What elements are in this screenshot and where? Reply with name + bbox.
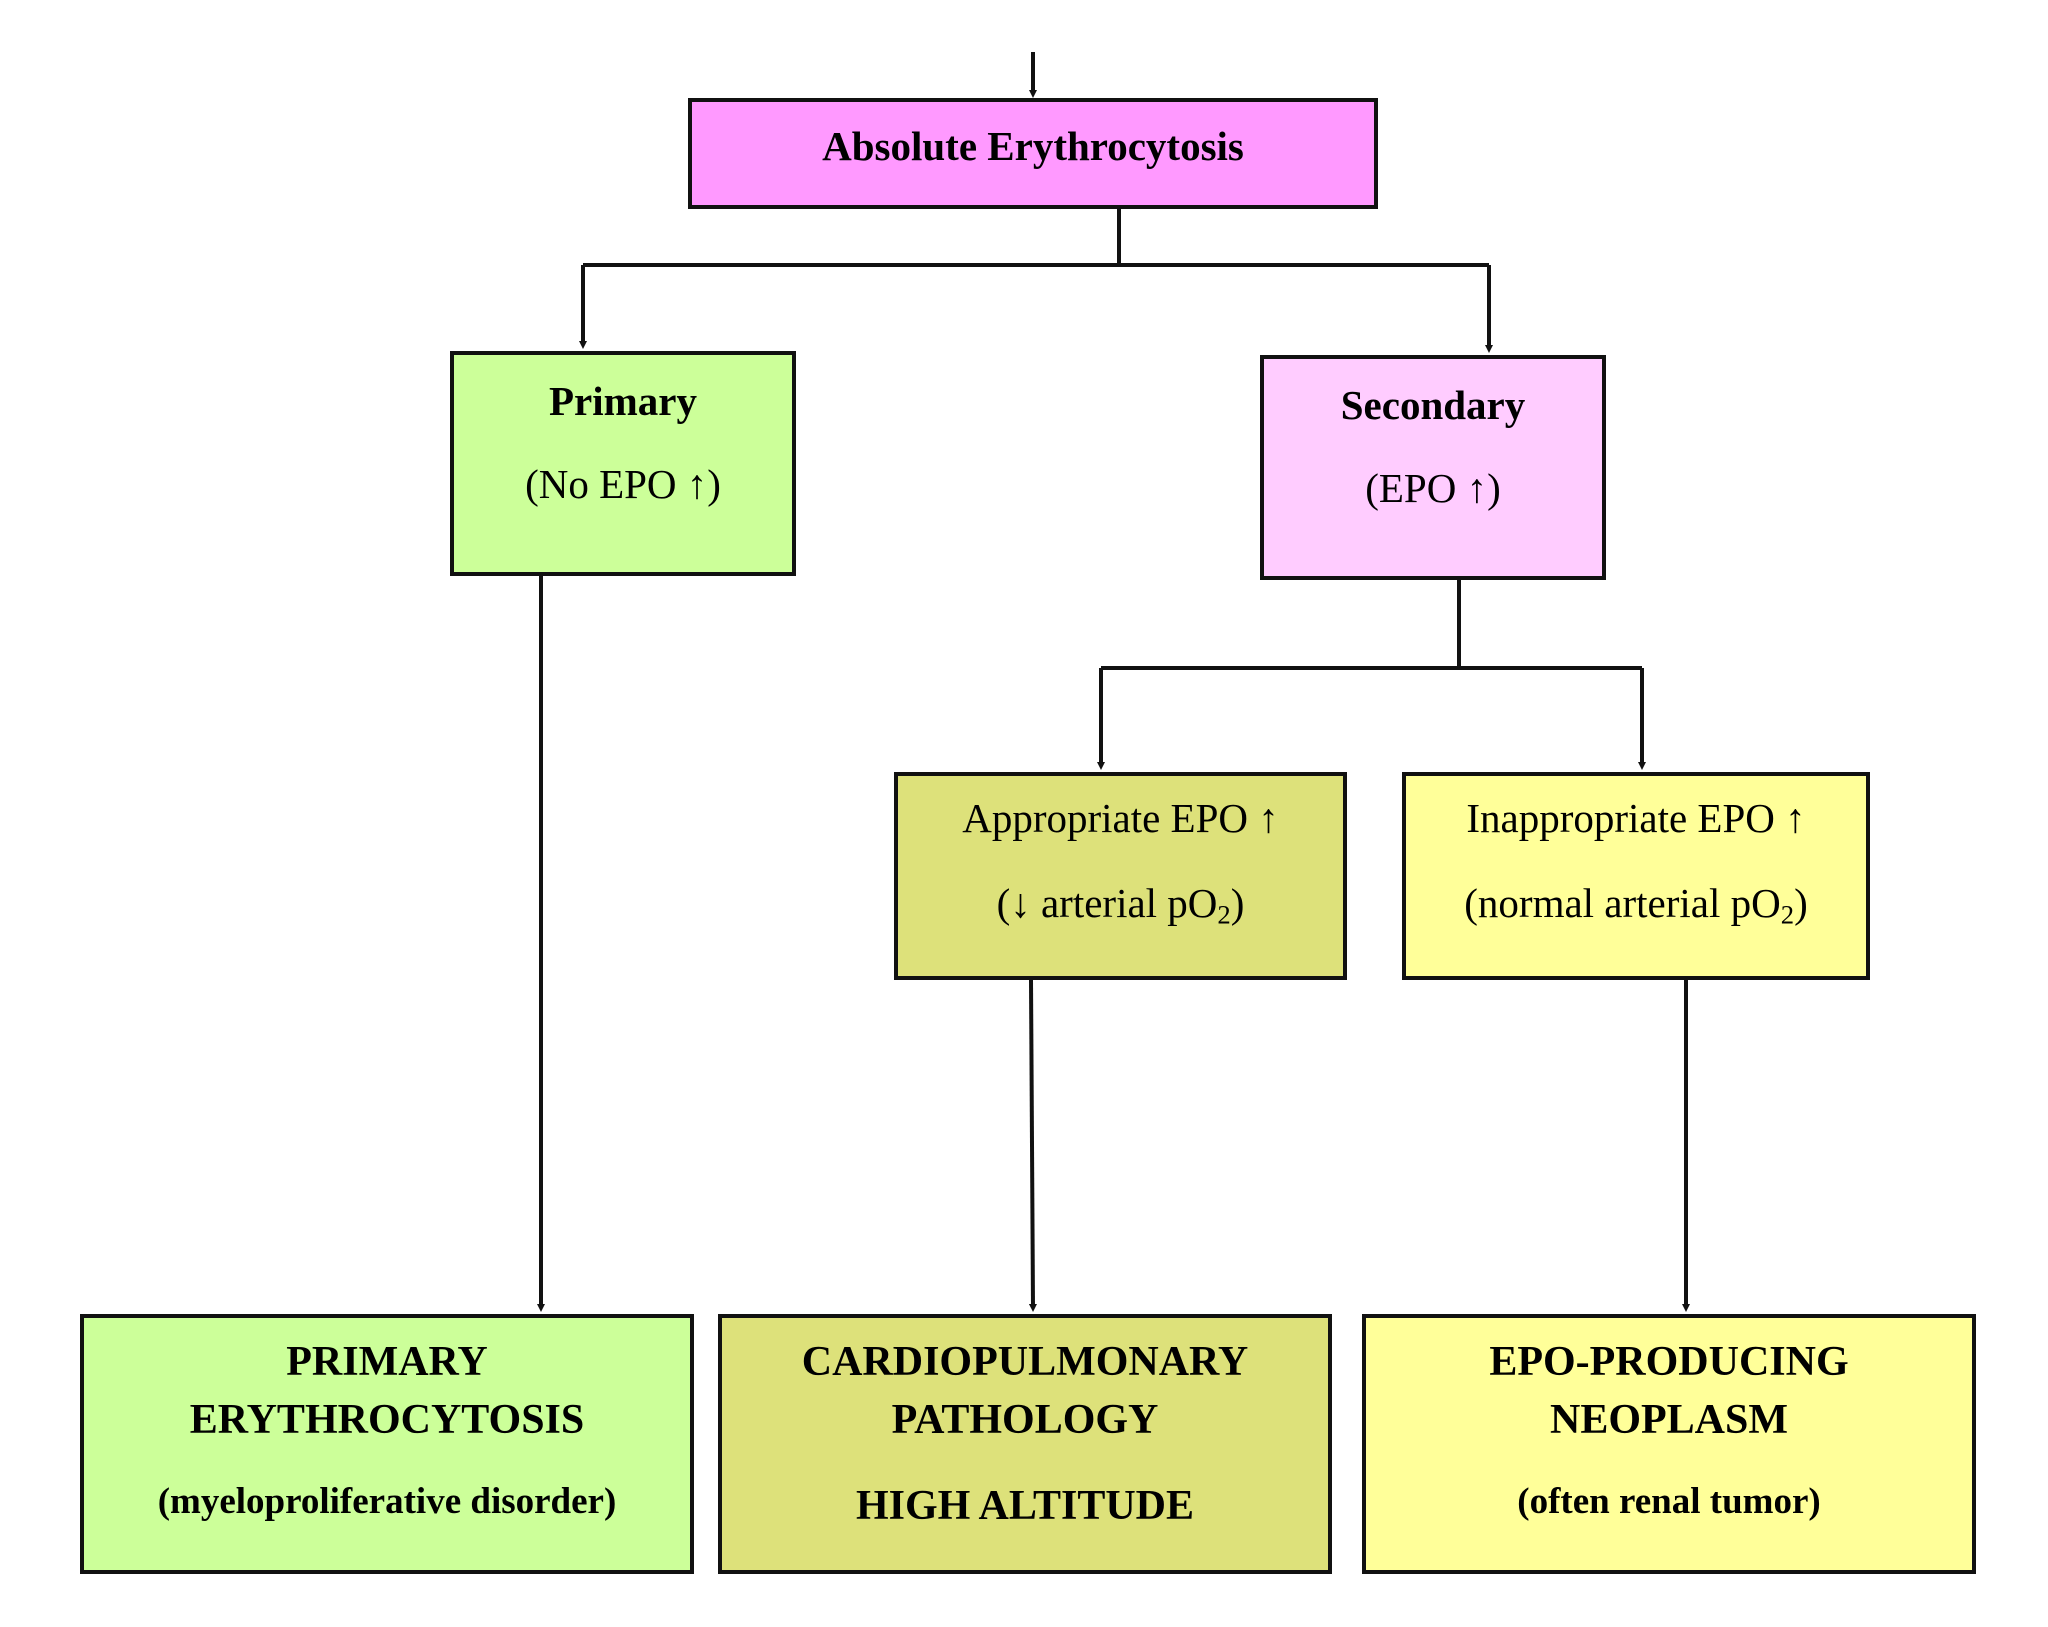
node-line-3: HIGH ALTITUDE (855, 1483, 1195, 1529)
node-epo-producing-neoplasm: EPO-PRODUCING NEOPLASM (often renal tumo… (1362, 1314, 1976, 1574)
node-absolute-erythrocytosis: Absolute Erythrocytosis (688, 98, 1378, 209)
node-title: Inappropriate EPO ↑ (1466, 795, 1806, 841)
node-primary: Primary (No EPO ↑) (450, 351, 796, 576)
node-line-1: CARDIOPULMONARY (801, 1339, 1249, 1385)
node-inappropriate-epo: Inappropriate EPO ↑ (normal arterial pO2… (1402, 772, 1870, 980)
node-title: Primary (549, 378, 697, 424)
node-line-2: NEOPLASM (1549, 1397, 1788, 1443)
node-subtitle: (EPO ↑) (1365, 465, 1501, 511)
node-cardiopulmonary-pathology: CARDIOPULMONARY PATHOLOGY HIGH ALTITUDE (718, 1314, 1332, 1574)
node-title: Absolute Erythrocytosis (822, 123, 1244, 169)
subtitle-prefix: (↓ arterial pO (996, 880, 1218, 926)
arrow-to-cardiopulmonary (1028, 979, 1037, 1312)
subtitle-suffix: ) (1230, 880, 1245, 926)
node-subtitle: (normal arterial pO2) (1406, 879, 1866, 930)
subtitle-subscript: 2 (1217, 899, 1231, 930)
subtitle-suffix: ) (1794, 880, 1808, 926)
subtitle-prefix: (normal arterial pO (1464, 880, 1781, 926)
node-subtitle: (↓ arterial pO2) (898, 879, 1343, 930)
node-appropriate-epo: Appropriate EPO ↑ (↓ arterial pO2) (894, 772, 1347, 980)
node-title: Appropriate EPO ↑ (962, 795, 1279, 841)
node-subtitle: (No EPO ↑) (525, 461, 721, 507)
node-line-2: ERYTHROCYTOSIS (189, 1397, 585, 1443)
node-line-1: PRIMARY (286, 1339, 488, 1385)
node-line-3: (myeloproliferative disorder) (157, 1481, 617, 1522)
node-primary-erythrocytosis: PRIMARY ERYTHROCYTOSIS (myeloproliferati… (80, 1314, 694, 1574)
subtitle-subscript: 2 (1780, 899, 1795, 930)
connector-secondary-split (1101, 580, 1642, 670)
node-line-3: (often renal tumor) (1517, 1481, 1821, 1522)
node-line-1: EPO-PRODUCING (1489, 1339, 1849, 1385)
node-title: Secondary (1340, 382, 1526, 428)
connector-root-split (583, 209, 1489, 267)
node-line-2: PATHOLOGY (891, 1397, 1159, 1443)
node-secondary: Secondary (EPO ↑) (1260, 355, 1606, 580)
